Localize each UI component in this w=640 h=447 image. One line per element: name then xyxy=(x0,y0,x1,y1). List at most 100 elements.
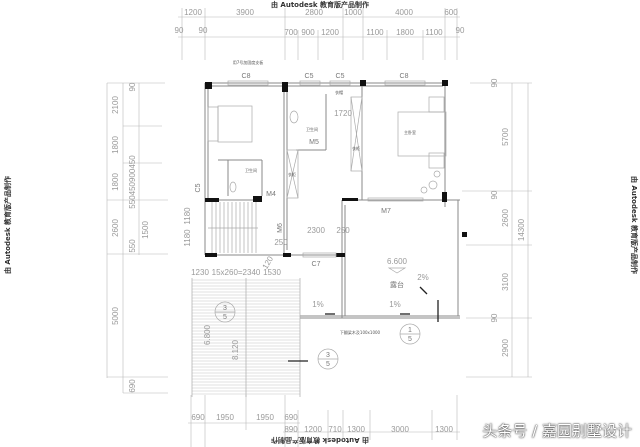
dim: 2600 xyxy=(111,219,120,237)
right-dimensions: 90 5700 2600 3100 2900 90 90 14300 xyxy=(462,78,532,378)
dim: 4000 xyxy=(395,8,413,17)
svg-text:5: 5 xyxy=(223,314,227,321)
dim: 890 xyxy=(284,425,298,434)
room-label: 衣柜 xyxy=(288,171,296,177)
window-label: C7 xyxy=(312,261,321,268)
dim: 1530 xyxy=(263,268,281,277)
svg-text:1: 1 xyxy=(408,327,412,334)
svg-text:3: 3 xyxy=(326,352,330,359)
wardrobe xyxy=(207,106,219,142)
room-label: 卫生间 xyxy=(306,126,318,132)
columns xyxy=(205,80,467,257)
section-marker-3-5-left: 3 5 xyxy=(214,301,236,323)
door-label: M5 xyxy=(309,139,319,146)
dim: 2600 xyxy=(501,209,510,227)
walls xyxy=(204,82,460,319)
dim: 1100 xyxy=(366,28,384,37)
lower-terrace-hatch xyxy=(191,278,301,397)
dim: 1230 xyxy=(191,268,209,277)
dim: 1000 xyxy=(344,8,362,17)
svg-text:5: 5 xyxy=(408,336,412,343)
watermark-top: 由 Autodesk 教育版产品制作 xyxy=(271,0,369,9)
windows xyxy=(227,80,426,258)
dim: 90 xyxy=(128,82,137,91)
dim: 1300 xyxy=(347,425,365,434)
dim: 90 xyxy=(490,313,499,322)
room-label: 衣柜 xyxy=(352,145,360,151)
dim: 1100 xyxy=(425,28,443,37)
dim: 3100 xyxy=(501,273,510,291)
wardrobe xyxy=(350,96,363,172)
watermark-bottom: 由 Autodesk 教育版产品制作 xyxy=(271,436,369,445)
window-label: C8 xyxy=(400,73,409,80)
dim: 2900 xyxy=(501,339,510,357)
left-dimensions: 2100 1800 1800 2600 5000 690 90 55045090… xyxy=(106,82,168,394)
dim: 90 xyxy=(490,78,499,87)
dim: 550450900450 xyxy=(128,155,137,209)
window-label: C5 xyxy=(305,73,314,80)
door-label: M4 xyxy=(266,191,276,198)
slope-label: 1% xyxy=(312,300,324,309)
stair xyxy=(208,202,258,253)
level-marker-icon xyxy=(387,267,407,274)
dim: 1200 xyxy=(184,8,202,17)
dim: 15x260=2340 xyxy=(212,268,261,277)
dim: 1800 xyxy=(396,28,414,37)
dim: 1200 xyxy=(321,28,339,37)
level-label: 6.800 xyxy=(203,324,212,345)
bed xyxy=(217,105,253,143)
slope-label: 2% xyxy=(417,273,429,282)
top-dimensions: 1200 3900 2800 1000 4000 600 90 90 700 9… xyxy=(175,8,465,60)
window-label: C8 xyxy=(242,73,251,80)
dim: 3000 xyxy=(391,425,409,434)
watermark-right: 由 Autodesk 教育版产品制作 xyxy=(630,176,639,274)
dim: 250 xyxy=(274,238,288,247)
dim: 1180 xyxy=(183,207,192,225)
slope-label: 1% xyxy=(389,300,401,309)
publisher-logo: 头条号 / 嘉园别墅设计 xyxy=(482,422,632,440)
room-label: 衣帽 xyxy=(335,89,343,95)
dim: 900 xyxy=(301,28,315,37)
toilet xyxy=(229,181,237,193)
dim: 14300 xyxy=(517,218,526,241)
dim: 1950 xyxy=(256,413,274,422)
dim: 1500 xyxy=(141,221,150,239)
dim: 1180 xyxy=(183,229,192,247)
section-marker-1-5: 1 5 xyxy=(399,300,439,345)
dim: 90 xyxy=(456,26,465,35)
dim: 1300 xyxy=(435,425,453,434)
level-label: 6.600 xyxy=(387,257,408,266)
watermark-left: 由 Autodesk 教育版产品制作 xyxy=(3,176,12,274)
door-label: M7 xyxy=(381,208,391,215)
note-label: 下翻梁木及100x1000 xyxy=(340,329,381,335)
dim: 1800 xyxy=(111,136,120,154)
dim: 2300 xyxy=(307,226,325,235)
window-label: C5 xyxy=(336,73,345,80)
dim: 90 xyxy=(175,26,184,35)
dim: 250 xyxy=(336,226,350,235)
master-bed xyxy=(397,111,447,157)
dim: 550 xyxy=(128,239,137,253)
dim: 1800 xyxy=(111,173,120,191)
wardrobe xyxy=(286,149,299,199)
room-label: 露台 xyxy=(390,280,404,289)
section-marker-3-5: 3 5 xyxy=(288,348,339,370)
svg-text:5: 5 xyxy=(326,361,330,368)
dim: 2800 xyxy=(305,8,323,17)
dim: 700 xyxy=(284,28,298,37)
door-label: M6 xyxy=(277,223,284,233)
dim: 690 xyxy=(284,413,298,422)
dim: 690 xyxy=(128,379,137,393)
dim: 1950 xyxy=(216,413,234,422)
furniture xyxy=(207,96,447,199)
note-label: 用7号加固度支板 xyxy=(233,59,264,65)
dim: 90 xyxy=(199,26,208,35)
dim: 600 xyxy=(444,8,458,17)
dim: 3900 xyxy=(236,8,254,17)
dim: 8.120 xyxy=(231,339,240,360)
room-label: 卫生间 xyxy=(245,167,257,173)
bottom-dimensions: 690 1950 1950 690 890 1200 710 1300 3000… xyxy=(188,395,460,447)
dim: 690 xyxy=(191,413,205,422)
dim: 90 xyxy=(490,190,499,199)
